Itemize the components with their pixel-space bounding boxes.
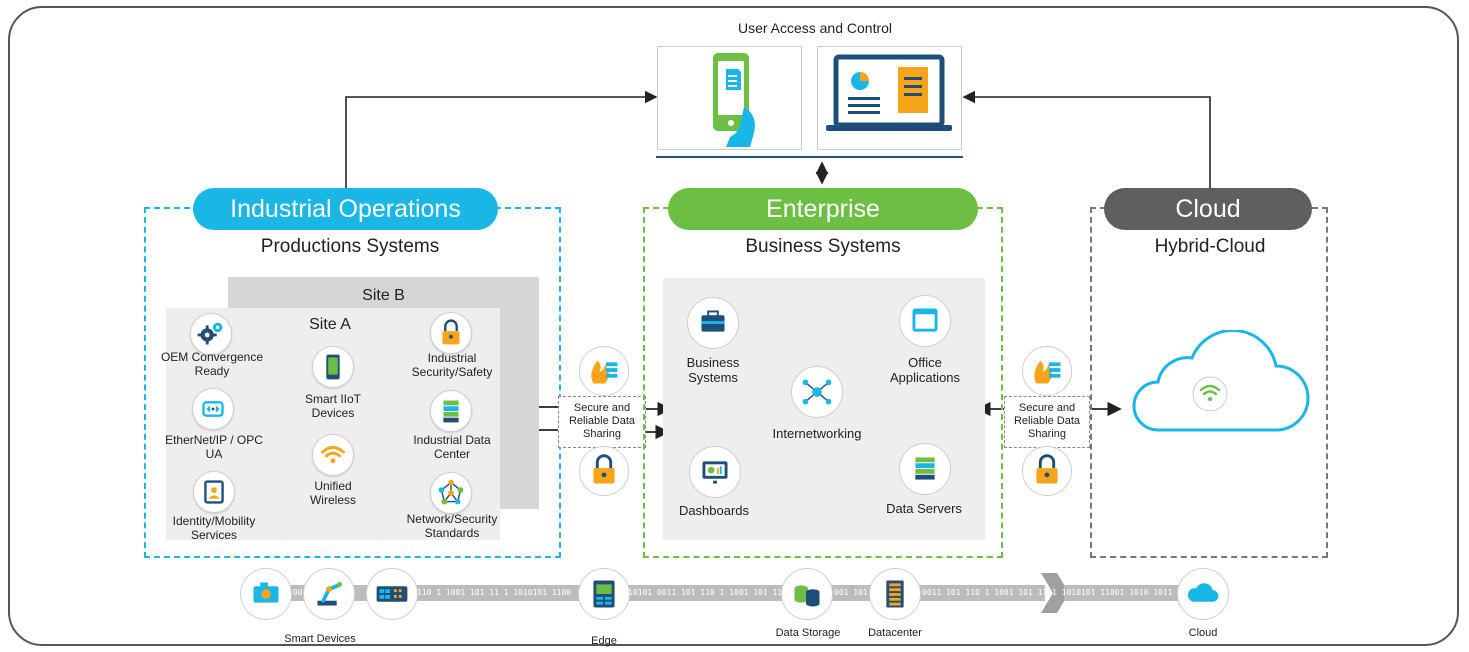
chevron-right-icon: [1041, 573, 1069, 613]
site-b-label: Site B: [362, 287, 405, 304]
id-badge-icon: [193, 471, 235, 513]
padlock-icon: [579, 446, 629, 496]
laptop-card: [817, 46, 962, 150]
enterprise-pill: Enterprise: [668, 188, 978, 230]
datacenter-label: Datacenter: [868, 627, 922, 639]
data-flow-bar-tail: [1064, 585, 1184, 601]
padlock-icon: [1022, 446, 1072, 496]
industrial-security-label: Industrial Security/Safety: [411, 351, 493, 379]
industrial-operations-pill: Industrial Operations: [193, 188, 498, 230]
binary-stream-5: 0011 101 110 1 1001 101 11 1 1010101 110…: [922, 588, 1173, 597]
edge-device-icon: [578, 568, 630, 620]
firewall-icon: [579, 346, 629, 396]
industrial-data-center-label: Industrial Data Center: [413, 433, 491, 461]
network-mesh-icon: [430, 472, 472, 514]
user-access-title: User Access and Control: [737, 20, 893, 36]
binary-stream-2: 110 1 1001 101 11 1 1010101 1100: [417, 588, 572, 597]
wifi-icon: [312, 434, 354, 476]
cloud-icon: [1132, 330, 1310, 432]
padlock-icon: [430, 312, 472, 354]
mobile-device-card: [657, 46, 802, 150]
dashboard-monitor-icon: [689, 446, 741, 498]
camera-icon: [240, 568, 292, 620]
diagram-frame: [8, 6, 1459, 646]
smart-iiot-label: Smart IIoT Devices: [304, 392, 361, 420]
edge-label: Edge: [591, 635, 617, 647]
site-a-label: Site A: [309, 316, 351, 333]
network-security-standards-label: Network/Security Standards: [406, 512, 498, 540]
firewall-icon: [1022, 346, 1072, 396]
cloud-small-icon: [1177, 568, 1229, 620]
laptop-dashboard-icon: [826, 54, 952, 131]
secure-data-sharing-left: Secure and Reliable Data Sharing: [558, 396, 646, 448]
binary-stream-4: 001 101: [834, 588, 868, 597]
server-stack-icon: [899, 443, 951, 495]
robot-arm-icon: [303, 568, 355, 620]
business-systems-label: Business Systems: [686, 355, 740, 385]
user-access-baseline: [656, 156, 963, 158]
data-flow-bar: [285, 585, 1045, 601]
hub-icon: [791, 366, 843, 418]
cloud-pill: Cloud: [1104, 188, 1312, 230]
internetworking-label: Internetworking: [772, 426, 862, 441]
switch-icon: [366, 568, 418, 620]
business-systems-title: Business Systems: [745, 236, 901, 257]
data-storage-label: Data Storage: [775, 627, 841, 639]
browser-window-icon: [899, 295, 951, 347]
binary-stream-3: 10101 0011 101 110 1 1001 101 11: [628, 588, 783, 597]
hybrid-cloud-title: Hybrid-Cloud: [1154, 236, 1266, 257]
mobile-phone-icon: [713, 53, 755, 147]
ethernet-ip-label: EtherNet/IP / OPC UA: [165, 433, 263, 461]
unified-wireless-label: Unified Wireless: [309, 479, 356, 507]
briefcase-icon: [687, 297, 739, 349]
secure-data-sharing-right: Secure and Reliable Data Sharing: [1004, 396, 1090, 448]
cloud-bottom-label: Cloud: [1188, 627, 1218, 639]
server-rack-icon: [430, 390, 472, 432]
smartphone-icon: [312, 346, 354, 388]
oem-convergence-label: OEM Convergence Ready: [160, 350, 264, 378]
datacenter-rack-icon: [869, 568, 921, 620]
productions-systems-title: Productions Systems: [260, 236, 440, 257]
smart-devices-label: Smart Devices: [284, 633, 356, 645]
dashboards-label: Dashboards: [678, 503, 750, 518]
office-applications-label: Office Applications: [889, 355, 961, 385]
data-servers-label: Data Servers: [886, 501, 962, 516]
network-arrows-icon: [192, 388, 234, 430]
identity-mobility-label: Identity/Mobility Services: [172, 514, 256, 542]
gears-icon: [190, 313, 232, 355]
database-icon: [781, 568, 833, 620]
